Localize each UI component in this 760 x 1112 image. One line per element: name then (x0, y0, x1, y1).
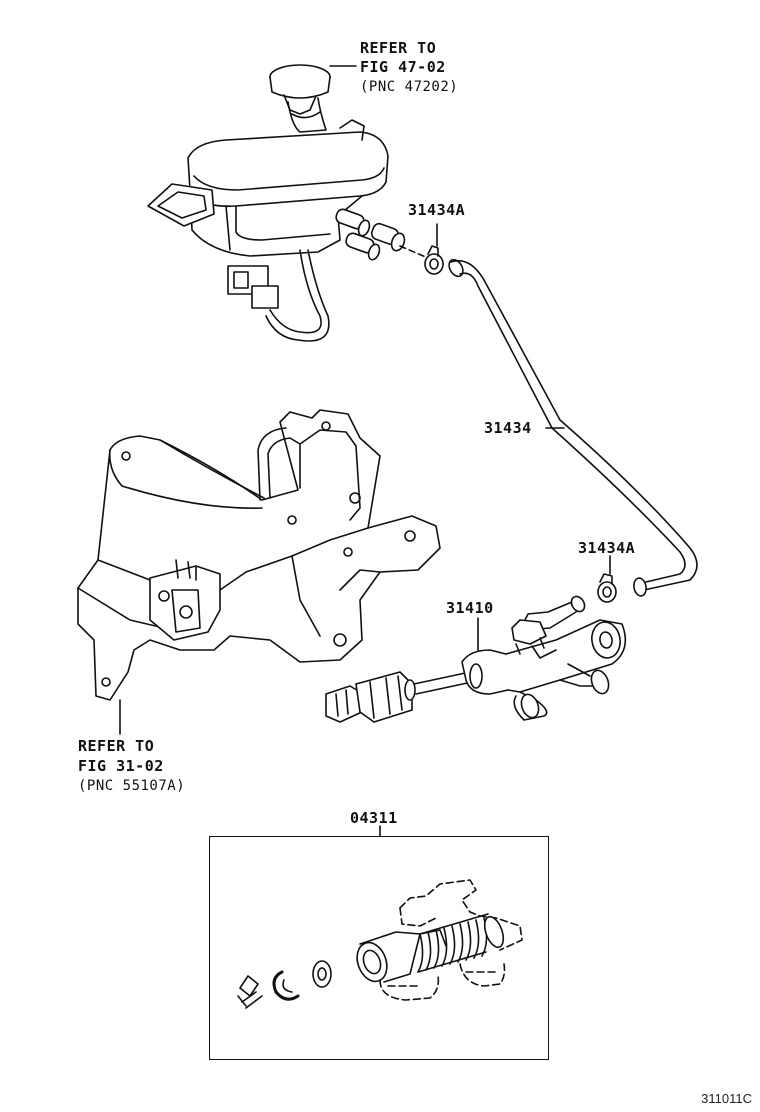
upper-clamp (424, 245, 444, 275)
figure-code: 311011C (701, 1091, 752, 1106)
part-label-repair-kit: 04311 (350, 809, 398, 827)
bracket-ref-line3: (PNC 55107A) (78, 778, 186, 794)
master-cylinder (325, 595, 627, 723)
part-label-clamp-lower: 31434A (578, 539, 636, 557)
reservoir-ref-line2: FIG 47-02 (360, 58, 446, 76)
repair-kit-box (209, 836, 549, 1060)
part-label-clamp-upper: 31434A (408, 201, 466, 219)
repair-kit-parts (237, 879, 523, 1009)
pedal-bracket (77, 409, 441, 701)
lower-clamp (597, 573, 617, 603)
reservoir-ref-line3: (PNC 47202) (360, 79, 459, 95)
part-label-hose: 31434 (484, 419, 532, 437)
hose (448, 258, 698, 597)
bracket-ref-line1: REFER TO (78, 737, 155, 755)
reservoir-ref-line1: REFER TO (360, 39, 437, 57)
bracket-ref-line2: FIG 31-02 (78, 757, 164, 775)
part-label-master-cylinder: 31410 (446, 599, 494, 617)
reservoir-tank (147, 64, 429, 342)
